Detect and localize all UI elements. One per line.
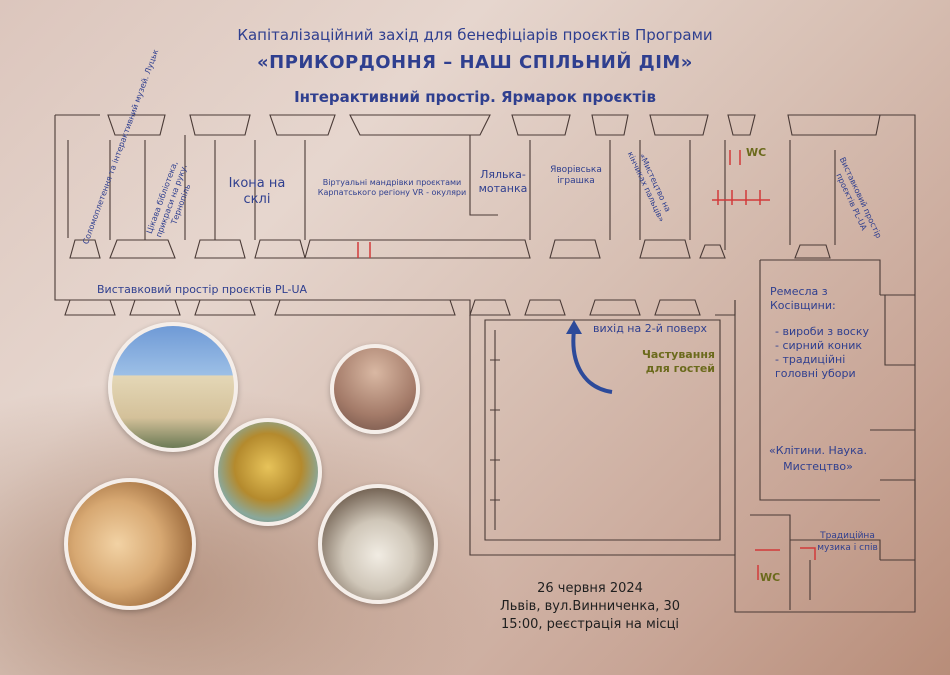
room-virtual-tours: Віртуальні мандрівки проєктами Карпатськ… <box>317 178 467 197</box>
room-icon-glass: Ікона на склі <box>228 176 286 207</box>
exit-label: вихід на 2-й поверх <box>593 322 708 335</box>
cells-label: «Клітини. Наука. Мистецтво» <box>769 444 867 473</box>
exit-arrow-head <box>566 320 582 334</box>
event-date: 26 червня 2024 <box>537 581 643 596</box>
room-doll: Лялька-мотанка <box>478 168 528 195</box>
wc-fixtures-bottom <box>755 547 816 580</box>
exit-arrow <box>571 329 613 394</box>
photo-wax <box>214 418 322 526</box>
plan-right-wing <box>734 259 916 610</box>
header-subtitle: Інтерактивний простір. Ярмарок проєктів <box>294 88 656 106</box>
photo-cheese <box>318 484 438 604</box>
plan-room-row-top <box>107 114 166 136</box>
photo-ceiling <box>330 344 420 434</box>
plan-room-row-bottom <box>69 239 101 259</box>
crafts-item-1: - вироби з воску <box>775 325 869 338</box>
crafts-item-3: - традиційні головні убори <box>775 353 856 380</box>
event-address: Львів, вул.Винниченка, 30 <box>499 599 681 614</box>
wc-top: WC <box>746 146 767 159</box>
crafts-item-2: - сирний коник <box>775 339 862 352</box>
header-line1: Капіталізаційний захід для бенефіціарів … <box>237 26 713 44</box>
plan-courtyard <box>484 319 721 541</box>
wc-bottom: WC <box>760 571 781 584</box>
music-label: Традиційна музика і спів <box>817 531 878 553</box>
plan-corridor-bumps <box>64 299 116 316</box>
header-title: «ПРИКОРДОННЯ – НАШ СПІЛЬНИЙ ДІМ» <box>257 52 693 73</box>
plan-room-dividers <box>67 135 836 250</box>
vr-mark <box>357 242 371 258</box>
wc-fixtures-top <box>712 150 770 205</box>
event-time: 15:00, реєстрація на місці <box>500 617 680 632</box>
photo-building <box>108 322 238 452</box>
room-toy: Яворівська іграшка <box>550 165 602 186</box>
photo-toy-painting <box>64 478 196 610</box>
corridor-exhibit: Виставковий простір проєктів PL-UA <box>97 283 308 296</box>
treat-label: Частування для гостей <box>641 348 715 375</box>
crafts-label: Ремесла з Косівщини: <box>770 285 836 312</box>
